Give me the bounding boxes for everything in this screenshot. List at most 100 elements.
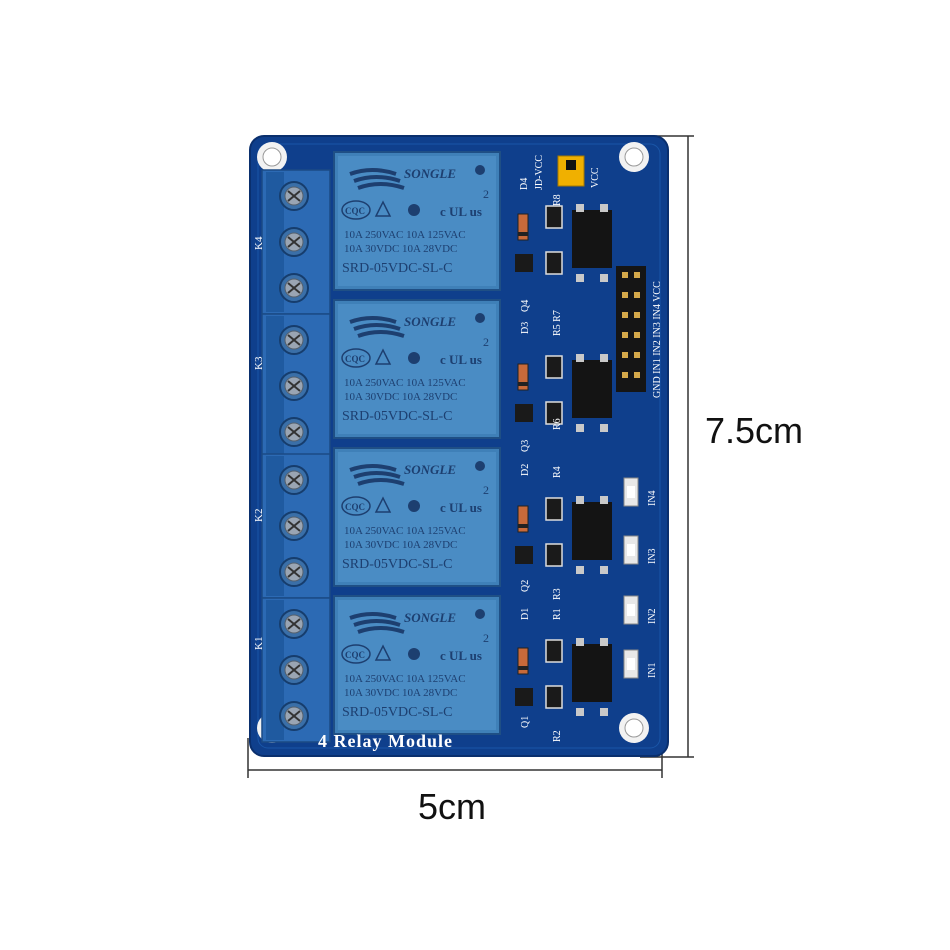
screw-terminal <box>279 181 309 211</box>
label-d1: D1 <box>520 608 531 620</box>
relay-rating-2: 10A 30VDC 10A 28VDC <box>344 687 457 699</box>
screw-terminal <box>279 227 309 257</box>
relay-rating-2: 10A 30VDC 10A 28VDC <box>344 243 457 255</box>
led-in2: IN2 <box>623 595 658 625</box>
jumper-label-jdvcc: JD-VCC <box>534 155 545 190</box>
terminal-blocks <box>261 169 331 743</box>
header-pin <box>622 372 628 378</box>
label-q2: Q2 <box>520 580 531 592</box>
height-dimension-label: 7.5cm <box>705 410 804 451</box>
terminal-block-2 <box>261 453 331 599</box>
label-r6: R6 <box>552 418 563 430</box>
relay-ul-mark: c UL us <box>440 204 482 219</box>
relay-brand: SONGLE <box>404 166 456 181</box>
width-dimension-label: 5cm <box>418 786 487 827</box>
driver-circuit-4 <box>515 204 612 282</box>
label-r4: R4 <box>552 466 563 478</box>
label-q3: Q3 <box>520 440 531 452</box>
warning-triangle-icon <box>374 200 392 217</box>
warning-triangle-icon <box>374 496 392 513</box>
header-pin <box>634 272 640 278</box>
relay-pin-count: 2 <box>483 483 489 497</box>
header-label: GND IN1 IN2 IN3 IN4 VCC <box>652 281 663 398</box>
relay-model: SRD-05VDC-SL-C <box>342 409 452 424</box>
led-label-in1: IN1 <box>647 662 658 678</box>
songle-logo <box>349 612 405 634</box>
led-label-in4: IN4 <box>647 490 658 506</box>
component-labels: D4 R8 Q4 D3 R5 R7 Q3 R6 D2 R4 Q2 R3 D1 R… <box>519 178 563 742</box>
header-pin <box>622 292 628 298</box>
driver-circuit-3 <box>515 354 612 432</box>
input-header: GND IN1 IN2 IN3 IN4 VCC <box>616 266 663 398</box>
screw-terminal <box>279 371 309 401</box>
screw-terminal <box>279 701 309 731</box>
relay-pin-count: 2 <box>483 335 489 349</box>
relay-model: SRD-05VDC-SL-C <box>342 557 452 572</box>
board-title: 4 Relay Module <box>318 731 453 751</box>
songle-logo <box>349 464 405 486</box>
screw-terminal <box>279 655 309 685</box>
relay-model: SRD-05VDC-SL-C <box>342 705 452 720</box>
relay-label-k4: K4 <box>253 236 265 250</box>
relay-pin-count: 2 <box>483 187 489 201</box>
relay-label-k1: K1 <box>253 637 265 650</box>
relay-rating-1: 10A 250VAC 10A 125VAC <box>344 673 466 685</box>
led-in3: IN3 <box>623 535 658 565</box>
label-q1: Q1 <box>520 716 531 728</box>
led-label-in3: IN3 <box>647 548 658 564</box>
header-pin <box>634 312 640 318</box>
relay-label-k2: K2 <box>253 509 265 522</box>
control-circuitry <box>515 204 612 716</box>
relay-rating-1: 10A 250VAC 10A 125VAC <box>344 525 466 537</box>
label-d4: D4 <box>519 178 530 190</box>
led-in1: IN1 <box>623 649 658 679</box>
relay-pin-count: 2 <box>483 631 489 645</box>
header-pin <box>634 372 640 378</box>
relay-cert: CQC <box>345 206 365 216</box>
relay-rating-1: 10A 250VAC 10A 125VAC <box>344 377 466 389</box>
relay-ul-mark: c UL us <box>440 352 482 367</box>
led-in4: IN4 <box>623 477 658 507</box>
label-r1: R1 <box>552 608 563 620</box>
header-pin <box>622 312 628 318</box>
warning-triangle-icon <box>374 644 392 661</box>
relay-cert: CQC <box>345 354 365 364</box>
warning-triangle-icon <box>374 348 392 365</box>
relay-ul-mark: c UL us <box>440 648 482 663</box>
screw-terminal <box>279 609 309 639</box>
label-q4: Q4 <box>520 300 531 312</box>
label-r5r7: R5 R7 <box>552 310 563 336</box>
label-r3: R3 <box>552 588 563 600</box>
relay-rating-2: 10A 30VDC 10A 28VDC <box>344 391 457 403</box>
label-r2: R2 <box>552 730 563 742</box>
terminal-block-4 <box>261 169 331 315</box>
relay-cert: CQC <box>345 502 365 512</box>
driver-circuit-1 <box>515 638 612 716</box>
screw-terminal <box>279 325 309 355</box>
header-pin <box>634 352 640 358</box>
songle-logo <box>349 168 405 190</box>
header-pin <box>622 272 628 278</box>
relay-model: SRD-05VDC-SL-C <box>342 261 452 276</box>
relay-label-k3: K3 <box>253 356 265 370</box>
screw-terminal <box>279 465 309 495</box>
terminal-block-1 <box>261 597 331 743</box>
driver-circuit-2 <box>515 496 612 574</box>
header-pin <box>634 332 640 338</box>
relay-rating-1: 10A 250VAC 10A 125VAC <box>344 229 466 241</box>
header-pin <box>622 352 628 358</box>
relay-brand: SONGLE <box>404 462 456 477</box>
screw-terminal <box>279 417 309 447</box>
terminal-block-3 <box>261 313 331 459</box>
led-label-in2: IN2 <box>647 608 658 624</box>
relay-rating-2: 10A 30VDC 10A 28VDC <box>344 539 457 551</box>
label-r8: R8 <box>552 194 563 206</box>
jd-vcc-jumper: JD-VCC VCC <box>534 155 601 190</box>
